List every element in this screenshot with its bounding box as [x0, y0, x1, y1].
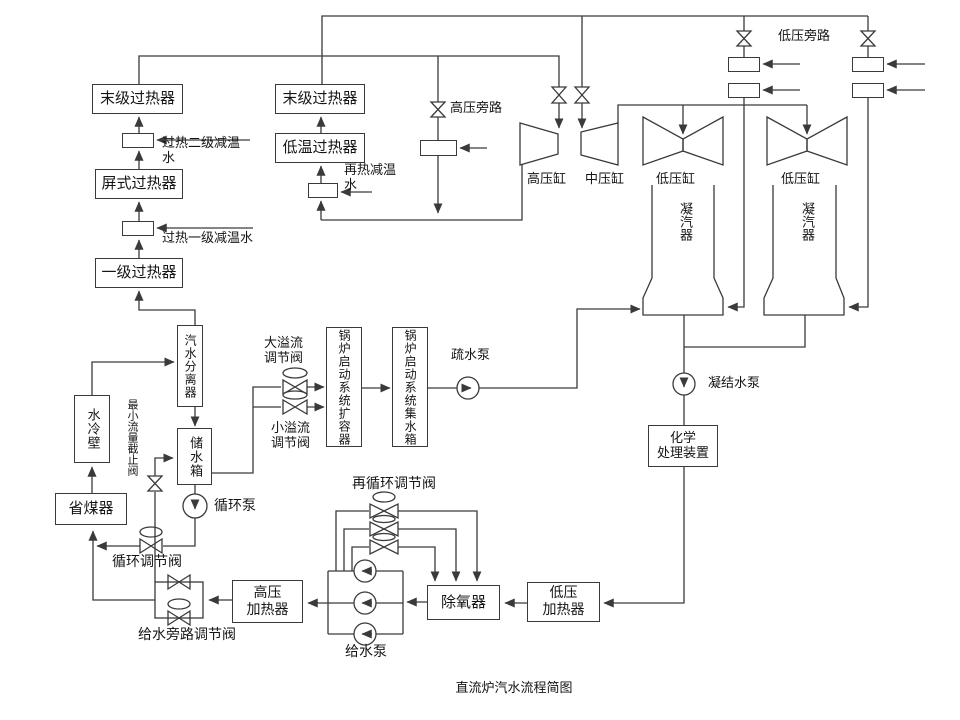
control-valves: [139, 367, 399, 627]
label-condensate-pump: 凝结水泵: [708, 376, 761, 391]
primary-superheater: 一级过热器: [95, 258, 183, 288]
steam-water-separator: 汽水分离器: [177, 325, 203, 407]
condenser-1: [642, 185, 724, 316]
recirculation-valve-1: [369, 502, 399, 520]
label-min-flow-valve: 最小流量截止阀: [126, 399, 139, 476]
min-flow-valve: [146, 475, 164, 492]
recirculation-valve-3: [369, 538, 399, 556]
circulation-control-valve: [139, 537, 163, 555]
diagram-title: 直流炉汽水流程简图: [455, 681, 573, 696]
label-small-overflow-valve: 小溢流 调节阀: [271, 421, 311, 452]
fw-bypass-gate-valve: [167, 573, 191, 591]
label-drain-pump: 疏水泵: [451, 348, 491, 363]
label-spray1-water: 过热一级减温水: [162, 231, 254, 246]
recirculation-valve-2: [369, 520, 399, 538]
condenser-2: [763, 185, 845, 316]
hp-cylinder: [519, 122, 559, 166]
final-superheater: 末级过热器: [92, 84, 183, 114]
condensate-lines: [406, 315, 806, 608]
lp-cylinder-1: [642, 115, 724, 166]
label-spray2-water: 过热二级减温 水: [162, 136, 241, 167]
lp-heater: 低压 加热器: [527, 582, 600, 622]
reheat-lines: [316, 15, 868, 221]
startup-expander: 锅炉启动系统扩容器: [326, 327, 362, 447]
hp-heater: 高压 加热器: [232, 580, 303, 623]
pipework: [87, 15, 925, 646]
small-overflow-valve: [282, 398, 308, 416]
label-recirculation-valve: 再循环调节阀: [352, 476, 436, 492]
spray1-box: [122, 221, 154, 236]
label-big-overflow-valve: 大溢流 调节阀: [264, 336, 304, 367]
lp-cylinder-2: [766, 115, 848, 166]
lp-bypass-lines: [727, 16, 925, 312]
startup-collector: 锅炉启动系统集水箱: [392, 327, 428, 447]
turbine-admission-lines: [554, 16, 812, 135]
label-reheat-spray: 再热减温 水: [344, 163, 397, 194]
hp-bypass-spray-box: [420, 140, 457, 156]
big-overflow-valve: [282, 378, 308, 396]
label-circulation-valve: 循环调节阀: [112, 554, 182, 570]
lp-bypass-valve-1: [735, 30, 753, 47]
label-condenser-2: 凝汽器: [799, 202, 814, 241]
water-wall: 水冷壁: [74, 395, 110, 463]
hp-main-valve: [550, 86, 568, 104]
startup-system-lines: [212, 304, 641, 474]
label-lp-bypass: 低压旁路: [778, 29, 831, 44]
label-ip-cylinder: 中压缸: [585, 172, 625, 187]
label-fw-bypass-valve: 给水旁路调节阀: [138, 627, 236, 643]
label-circulation-pump: 循环泵: [214, 498, 256, 514]
lp-bypass1-box-b: [728, 83, 760, 98]
spray2-box: [122, 133, 154, 148]
lp-bypass2-box-b: [852, 83, 884, 98]
platen-superheater: 屏式过热器: [95, 169, 183, 199]
lp-bypass-valve-2: [859, 30, 877, 47]
ip-cylinder: [580, 122, 619, 166]
superheat-lines: [134, 55, 560, 258]
final-reheater: 末级过热器: [275, 84, 365, 114]
gate-valves: [146, 30, 877, 591]
lp-bypass2-box-a: [852, 57, 884, 72]
ip-main-valve: [573, 86, 591, 104]
economizer: 省煤器: [55, 493, 127, 525]
hp-bypass-valve: [429, 101, 447, 118]
fw-bypass-control-valve: [167, 609, 191, 627]
fw-bypass-loop: [154, 581, 204, 619]
lowtemp-superheater: 低温过热器: [275, 133, 365, 163]
label-lp-cylinder-1: 低压缸: [656, 172, 696, 187]
hp-bypass-lines: [433, 56, 487, 214]
lp-bypass1-box-a: [728, 57, 760, 72]
chemical-treatment: 化学 处理装置: [648, 425, 718, 467]
label-condenser-1: 凝汽器: [677, 202, 692, 241]
label-feedwater-pump: 给水泵: [345, 644, 387, 660]
deaerator: 除氧器: [427, 585, 500, 620]
label-hp-cylinder: 高压缸: [527, 172, 567, 187]
separator-lines: [87, 290, 200, 582]
label-hp-bypass: 高压旁路: [450, 101, 503, 116]
label-lp-cylinder-2: 低压缸: [781, 172, 821, 187]
reheat-spray-box: [308, 183, 338, 198]
pumps: [182, 372, 696, 646]
storage-tank: 储水箱: [177, 428, 212, 485]
